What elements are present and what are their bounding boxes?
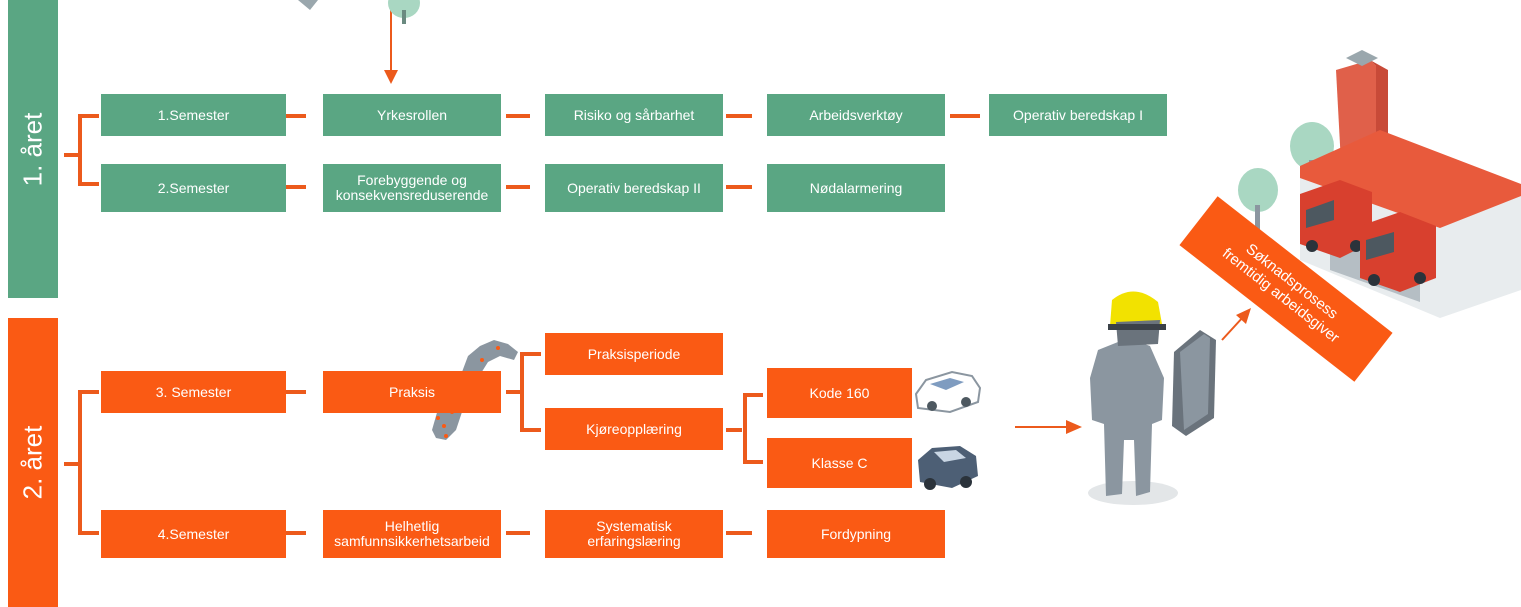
- subject-forebyggende: Forebyggende og konsekvensreduserende: [323, 164, 501, 212]
- fire-station-icon: [1238, 50, 1521, 318]
- subject-arbeidsverktoy: Arbeidsverktøy: [767, 94, 945, 136]
- year1-tab: 1. året: [8, 0, 58, 298]
- practice-period-box: Praksisperiode: [545, 333, 723, 375]
- driving-bracket: [726, 393, 763, 464]
- semester3-box: 3. Semester: [101, 371, 286, 413]
- semester1-box: 1.Semester: [101, 94, 286, 136]
- banner-arrow-line: [1221, 315, 1245, 341]
- licence-klasse-c: Klasse C: [767, 438, 912, 488]
- driver-training-box: Kjøreopplæring: [545, 408, 723, 450]
- person-arrow-head: [1066, 420, 1082, 434]
- semester2-box: 2.Semester: [101, 164, 286, 212]
- truck-icon: [918, 446, 978, 490]
- subject-systematisk: Systematisk erfaringslæring: [545, 510, 723, 558]
- subject-operativ-2: Operativ beredskap II: [545, 164, 723, 212]
- banner-arrow-head: [1236, 308, 1251, 324]
- year2-bracket: [64, 390, 99, 535]
- subject-risiko: Risiko og sårbarhet: [545, 94, 723, 136]
- semester4-box: 4.Semester: [101, 510, 286, 558]
- subject-fordypning: Fordypning: [767, 510, 945, 558]
- licence-kode-160: Kode 160: [767, 368, 912, 418]
- top-arrow-head: [384, 70, 398, 84]
- subject-yrkesrollen: Yrkesrollen: [323, 94, 501, 136]
- subject-helhetlig: Helhetlig samfunnsikkerhetsarbeid: [323, 510, 501, 558]
- firefighter-icon: [1088, 291, 1216, 505]
- practice-box: Praksis: [323, 371, 501, 413]
- tree-icon: [298, 0, 420, 24]
- subject-operativ-1: Operativ beredskap I: [989, 94, 1167, 136]
- subject-nodalarmering: Nødalarmering: [767, 164, 945, 212]
- car-icon: [914, 370, 982, 414]
- year1-bracket: [64, 114, 99, 186]
- year2-tab: 2. året: [8, 318, 58, 607]
- praksis-bracket: [506, 352, 541, 432]
